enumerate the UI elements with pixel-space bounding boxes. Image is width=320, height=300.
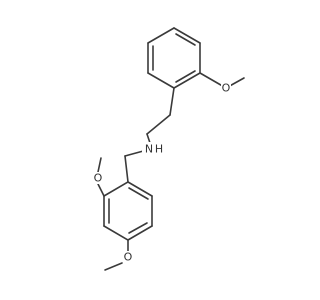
- label-background: [123, 251, 133, 263]
- label-background: [221, 82, 231, 94]
- bond: [127, 181, 153, 197]
- bottom-methoxy-group: [104, 239, 129, 271]
- nitrogen-label: N: [145, 143, 153, 156]
- bond: [147, 72, 175, 89]
- bond: [97, 183, 105, 197]
- bond: [146, 133, 151, 144]
- double-bond-inner: [175, 33, 196, 46]
- middle-methoxy-group: [97, 157, 105, 197]
- hydrogen-label: H: [155, 143, 163, 156]
- bond: [173, 27, 201, 44]
- bottom-benzene-ring: [103, 181, 153, 241]
- double-bond-inner: [175, 70, 196, 83]
- bond: [173, 72, 201, 89]
- bond: [147, 27, 175, 44]
- bond: [104, 262, 123, 271]
- oxygen-label-middle: O: [94, 172, 103, 185]
- bond: [124, 155, 129, 183]
- label-background: [93, 172, 103, 184]
- double-bond-inner: [128, 187, 149, 200]
- bond: [127, 225, 153, 241]
- bond: [169, 87, 175, 116]
- bond: [146, 114, 171, 135]
- label-background: [142, 142, 157, 156]
- top-benzene-ring: [147, 27, 201, 89]
- ethyl-linker: [146, 87, 175, 144]
- bond: [103, 225, 129, 241]
- molecule-structure: O N H O O: [93, 27, 245, 271]
- atom-labels: O N H O O: [93, 82, 231, 264]
- double-bond-inner: [128, 222, 148, 234]
- bond: [97, 157, 102, 173]
- oxygen-label-bottom: O: [124, 251, 133, 264]
- oxygen-label-top: O: [222, 82, 231, 95]
- bond: [103, 181, 129, 197]
